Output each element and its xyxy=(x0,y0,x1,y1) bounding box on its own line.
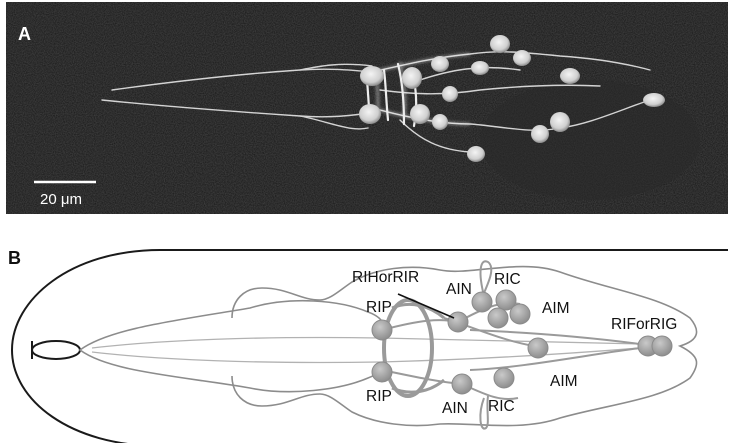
cell-aim-top-1 xyxy=(488,308,508,328)
cell-rif-2 xyxy=(652,336,672,356)
label-ain-bottom: AIN xyxy=(442,400,468,417)
cell-aim-mid xyxy=(528,338,548,358)
label-ain-top: AIN xyxy=(446,281,472,298)
nerve-ring-diagram xyxy=(384,300,444,396)
panel-a: A 20 μm xyxy=(6,2,728,214)
soma xyxy=(513,50,531,66)
label-aim-bottom: AIM xyxy=(550,373,578,390)
soma xyxy=(550,112,570,132)
panel-b-letter: B xyxy=(8,248,21,268)
soma xyxy=(467,146,485,162)
panel-b: B xyxy=(8,248,728,443)
mouth xyxy=(32,341,80,359)
soma xyxy=(643,93,665,107)
cell-ric-bottom xyxy=(494,368,514,388)
lumen-lines xyxy=(92,337,640,362)
soma xyxy=(359,104,381,124)
cell-rih-or-rir xyxy=(448,312,468,332)
panel-a-letter: A xyxy=(18,24,31,44)
soma xyxy=(410,104,430,124)
label-rih-or-rir: RIHorRIR xyxy=(352,269,419,286)
soma xyxy=(531,125,549,143)
soma xyxy=(490,35,510,53)
label-ric-top: RIC xyxy=(494,271,521,288)
soma xyxy=(432,114,448,130)
label-aim-top: AIM xyxy=(542,300,570,317)
soma xyxy=(360,66,384,86)
soma xyxy=(471,61,489,75)
cell-aim-top-2 xyxy=(510,304,530,324)
cell-rip-bottom xyxy=(372,362,392,382)
cell-ain-bottom xyxy=(452,374,472,394)
scale-bar-label: 20 μm xyxy=(40,191,82,208)
body-tissue-glow xyxy=(480,80,700,200)
soma xyxy=(402,67,422,89)
label-ric-bottom: RIC xyxy=(488,398,515,415)
cell-rip-top xyxy=(372,320,392,340)
soma xyxy=(442,86,458,102)
cell-ain-top xyxy=(472,292,492,312)
soma xyxy=(431,56,449,72)
label-rip-top: RIP xyxy=(366,299,392,316)
soma xyxy=(560,68,580,84)
label-rip-bottom: RIP xyxy=(366,388,392,405)
label-rif-or-rig: RIForRIG xyxy=(611,316,677,333)
